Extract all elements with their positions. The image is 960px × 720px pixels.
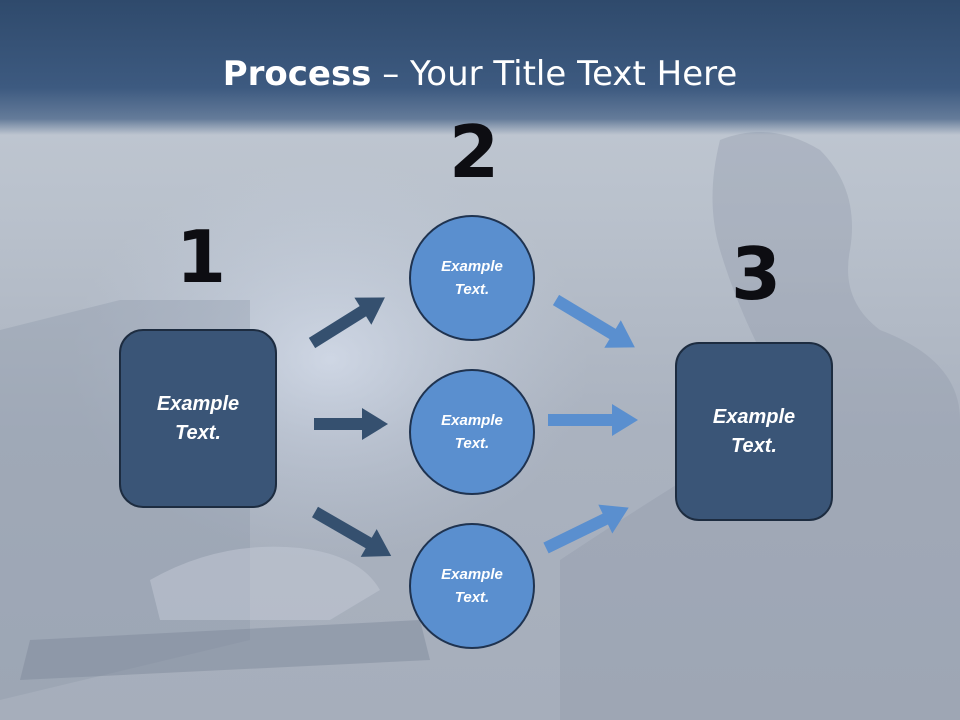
step-1-label: Example Text. [156, 392, 240, 444]
middle-circle-2: Example Text. [409, 369, 535, 495]
title-bold: Process [222, 54, 372, 94]
arrow-box1-to-circle3 [312, 506, 392, 557]
step-number-3: 3 [731, 232, 782, 316]
middle-circle-1: Example Text. [409, 215, 535, 341]
slide-title: Process – Your Title Text Here [0, 52, 960, 96]
arrow-circle1-to-box3 [552, 294, 635, 348]
step-number-2: 2 [449, 110, 500, 194]
step-number-1: 1 [176, 215, 227, 299]
arrow-circle3-to-box3 [543, 504, 629, 554]
middle-circle-2-label: Example Text. [441, 412, 503, 452]
middle-circle-3-label: Example Text. [441, 566, 503, 606]
step-1-box: Example Text. [119, 329, 277, 508]
arrow-box1-to-circle2 [314, 408, 388, 440]
middle-circle-1-label: Example Text. [441, 258, 503, 298]
step-3-label: Example Text. [712, 405, 796, 457]
title-band [0, 0, 960, 135]
title-rest: – Your Title Text Here [371, 54, 738, 94]
step-3-box: Example Text. [675, 342, 833, 521]
middle-circle-3: Example Text. [409, 523, 535, 649]
arrow-circle2-to-box3 [548, 404, 638, 436]
arrow-box1-to-circle1 [308, 297, 385, 349]
